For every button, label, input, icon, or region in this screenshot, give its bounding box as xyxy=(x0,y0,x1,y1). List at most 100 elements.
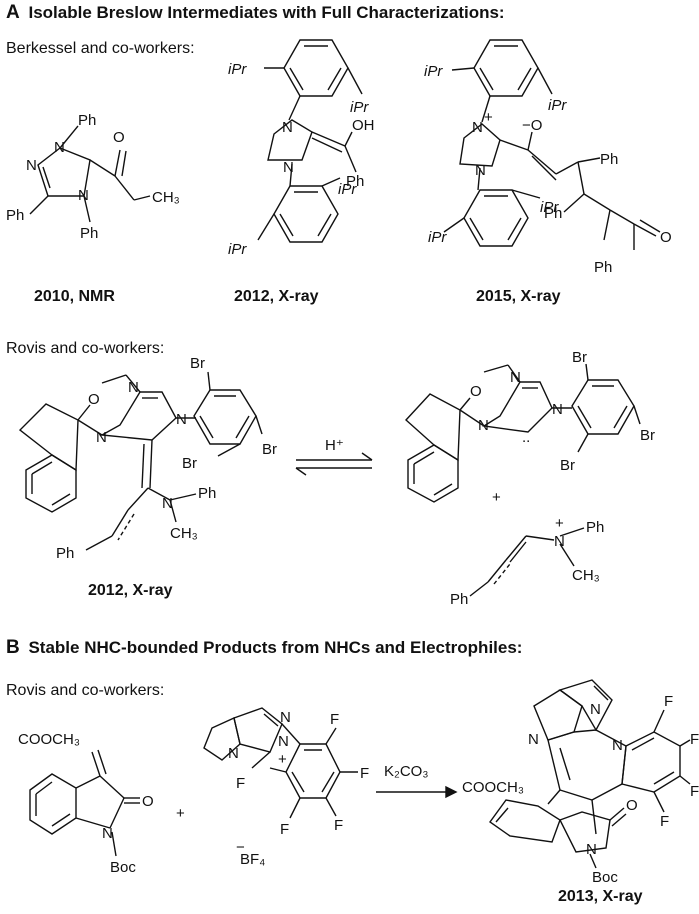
atom-f: F xyxy=(330,711,339,728)
atom-f: F xyxy=(690,731,699,748)
atom-n: N xyxy=(528,731,539,748)
section-b-title: Stable NHC-bounded Products from NHCs an… xyxy=(28,638,523,657)
atom-n: N xyxy=(552,401,563,418)
atom-n: N xyxy=(162,495,173,512)
charge-plus: + xyxy=(278,751,287,768)
atom-o: O xyxy=(660,229,672,246)
atom-f: F xyxy=(660,813,669,830)
atom-ipr: iPr xyxy=(540,199,559,216)
atom-ph: Ph xyxy=(198,485,216,502)
atom-f: F xyxy=(236,775,245,792)
section-a-letter: A xyxy=(6,2,20,23)
atom-f: F xyxy=(360,765,369,782)
structure-zwitterion-2015: iPr iPr N + N −O Ph iPr Ph O Ph iPr xyxy=(424,39,672,276)
atom-ph: Ph xyxy=(586,519,604,536)
section-b-heading: B Stable NHC-bounded Products from NHCs … xyxy=(6,637,522,659)
caption-2013: 2013, X-ray xyxy=(558,888,643,905)
reagent-k2co3: K₂CO₃ xyxy=(384,763,428,780)
atom-n: N xyxy=(96,429,107,446)
atom-ph: Ph xyxy=(6,207,24,224)
atom-n: N xyxy=(472,119,483,136)
atom-n: N xyxy=(478,417,489,434)
atom-ipr: iPr xyxy=(548,97,567,114)
section-a-heading: A Isolable Breslow Intermediates with Fu… xyxy=(6,2,505,24)
atom-n: N xyxy=(586,841,597,858)
atom-n: N xyxy=(280,709,291,726)
structure-iminium: N + Ph CH₃ Ph xyxy=(450,515,604,608)
structure-triazole-ketone: Ph N N N Ph Ph O CH₃ xyxy=(6,112,180,242)
atom-bf4: BF₄ xyxy=(240,851,265,868)
atom-ph: Ph xyxy=(78,112,96,129)
atom-ipr: iPr xyxy=(428,229,447,246)
atom-coome: COOCH₃ xyxy=(462,779,524,796)
atom-n: N xyxy=(283,159,294,176)
atom-n: N xyxy=(102,825,113,842)
atom-n: N xyxy=(475,162,486,179)
atom-ph: Ph xyxy=(594,259,612,276)
caption-2015: 2015, X-ray xyxy=(476,288,561,305)
plus-sign-b: + xyxy=(176,805,185,822)
atom-boc: Boc xyxy=(110,859,136,876)
atom-n-plus: N xyxy=(278,733,289,750)
section-a-title: Isolable Breslow Intermediates with Full… xyxy=(28,3,505,22)
section-b-letter: B xyxy=(6,637,20,658)
atom-n-plus: N xyxy=(554,533,565,550)
atom-f: F xyxy=(690,783,699,800)
atom-oh: OH xyxy=(352,117,375,134)
structure-rovis-enamine: O N N N Br Br Br N Ph CH₃ Ph xyxy=(18,355,277,562)
atom-ch3: CH₃ xyxy=(152,189,180,206)
atom-n: N xyxy=(510,369,521,386)
atom-n: N xyxy=(228,745,239,762)
charge-minus: − xyxy=(236,839,245,856)
caption-2012: 2012, X-ray xyxy=(234,288,319,305)
structure-breslow-2012: iPr iPr N N OH Ph iPr iPr xyxy=(228,39,375,258)
structure-free-carbene: O N N N .. Br Br Br xyxy=(405,349,655,503)
atom-o: O xyxy=(626,797,638,814)
charge-plus: + xyxy=(555,515,564,532)
atom-n: N xyxy=(590,701,601,718)
atom-ph: Ph xyxy=(600,151,618,168)
atom-f: F xyxy=(334,817,343,834)
rovis-label-b: Rovis and co-workers: xyxy=(6,682,165,699)
atom-n: N xyxy=(176,411,187,428)
equilibrium-arrow: H⁺ xyxy=(295,437,373,476)
atom-o: O xyxy=(88,391,100,408)
atom-br: Br xyxy=(572,349,587,366)
atom-br: Br xyxy=(640,427,655,444)
atom-ipr: iPr xyxy=(228,241,247,258)
atom-ipr: iPr xyxy=(228,61,247,78)
atom-ph: Ph xyxy=(544,205,562,222)
atom-ph: Ph xyxy=(346,173,364,190)
atom-n: N xyxy=(612,737,623,754)
atom-ipr: iPr xyxy=(424,63,443,80)
condition-h-plus: H⁺ xyxy=(325,437,344,454)
berkessel-label: Berkessel and co-workers: xyxy=(6,40,195,57)
charge-plus: + xyxy=(484,109,493,126)
atom-br: Br xyxy=(560,457,575,474)
atom-br: Br xyxy=(262,441,277,458)
atom-ph: Ph xyxy=(56,545,74,562)
structure-spiro-product: N N N F F F F COOCH₃ O N Boc xyxy=(462,679,699,886)
carbene-lone-pair: .. xyxy=(522,429,530,446)
atom-n: N xyxy=(26,157,37,174)
atom-n: N xyxy=(54,139,65,156)
atom-br: Br xyxy=(190,355,205,372)
atom-o-minus: −O xyxy=(522,117,542,134)
atom-ipr: iPr xyxy=(350,99,369,116)
atom-ipr: iPr xyxy=(338,181,357,198)
atom-coome: COOCH₃ xyxy=(18,731,80,748)
atom-ph: Ph xyxy=(450,591,468,608)
atom-br: Br xyxy=(182,455,197,472)
structure-oxindole: COOCH₃ O N Boc xyxy=(18,731,154,876)
atom-ph: Ph xyxy=(80,225,98,242)
plus-sign-a: + xyxy=(492,489,501,506)
atom-o: O xyxy=(470,383,482,400)
caption-rovis-2012: 2012, X-ray xyxy=(88,582,173,599)
atom-o: O xyxy=(113,129,125,146)
atom-boc: Boc xyxy=(592,869,618,886)
atom-ch3: CH₃ xyxy=(572,567,600,584)
rovis-label-a: Rovis and co-workers: xyxy=(6,340,165,357)
atom-f: F xyxy=(280,821,289,838)
reaction-arrow: K₂CO₃ xyxy=(376,763,458,799)
atom-n: N xyxy=(128,379,139,396)
